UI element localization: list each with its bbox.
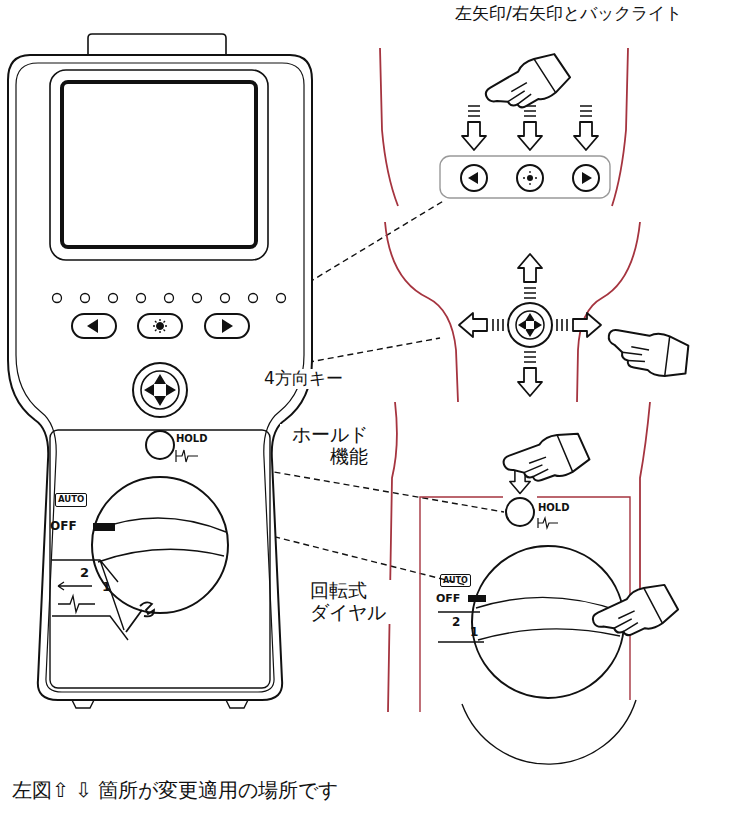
indicator-lamp <box>249 294 258 303</box>
indicator-row <box>53 294 286 303</box>
panel-outline <box>420 497 630 712</box>
indicator-lamp <box>221 294 230 303</box>
indicator-lamp <box>53 294 62 303</box>
indicator-lamp <box>109 294 118 303</box>
dial-scale-lines <box>438 612 484 642</box>
button-marking: HOLD <box>538 502 570 514</box>
turn-arc <box>462 700 636 764</box>
four-way-key <box>516 311 544 339</box>
sun-icon <box>527 175 533 181</box>
direction-arrow <box>557 313 601 337</box>
indicator-lamp <box>277 294 286 303</box>
housing-inner-line <box>16 63 304 692</box>
turning-hand <box>589 578 681 650</box>
right-arrow-icon <box>222 319 233 333</box>
dial-marking: 2 <box>452 616 460 630</box>
backlight-button <box>517 165 543 191</box>
sun-icon <box>153 319 167 333</box>
inset-buttons <box>380 47 628 206</box>
backlight-button <box>138 314 182 338</box>
sun-rays <box>523 171 537 185</box>
press-arrow <box>574 106 598 150</box>
pressing-hand <box>500 427 591 494</box>
dial-grip <box>96 518 226 562</box>
inset-outline <box>385 222 640 402</box>
rotary-dial <box>92 477 228 613</box>
key-arrows <box>518 313 542 337</box>
dial-pointer <box>93 523 115 531</box>
wrench-icon <box>126 602 154 632</box>
part-label: 4方向キー <box>262 369 345 389</box>
arrow-icons <box>468 172 592 184</box>
caption: 左図⇧ ⇩ 箇所が変更適用の場所です <box>12 778 338 802</box>
left-arrow-icon <box>87 319 98 333</box>
pressing-hand <box>604 325 692 380</box>
right-button <box>205 314 249 338</box>
dial-marking: OFF <box>436 593 460 606</box>
inset-hold-dial <box>388 402 681 764</box>
indicator-lamp <box>165 294 174 303</box>
top-tab <box>88 34 226 55</box>
direction-arrow <box>518 254 542 298</box>
lower-panel <box>50 430 270 688</box>
hold-waveform-icon <box>538 518 558 528</box>
inset-outline <box>380 48 628 206</box>
screen-bezel <box>50 70 268 260</box>
four-way-key-ring <box>133 363 187 417</box>
direction-arrow <box>459 313 503 337</box>
hold-button <box>506 498 534 526</box>
feet <box>72 700 248 708</box>
part-label: 回転式 ダイヤル <box>308 580 394 624</box>
part-label: ホールド 機能 <box>280 424 370 468</box>
dial-pointer <box>468 595 486 602</box>
button-strip <box>440 156 610 198</box>
section-heading: 左矢印/右矢印とバックライト <box>455 4 682 24</box>
left-button <box>72 314 116 338</box>
button-marking: HOLD <box>176 433 208 445</box>
dial-marking: 1 <box>470 626 478 640</box>
hold-button <box>146 431 174 459</box>
pressing-hand <box>482 47 574 124</box>
indicator-lamp <box>193 294 202 303</box>
dial-scale-lines <box>52 560 128 640</box>
key-arrows <box>144 374 176 406</box>
hold-waveform-icon <box>176 450 198 462</box>
indicator-lamp <box>137 294 146 303</box>
press-arrow <box>518 106 542 150</box>
dial-marking: 1 <box>102 580 111 595</box>
dial-marking: AUTO <box>55 493 87 507</box>
direction-arrow <box>518 352 542 396</box>
dial-marking: 2 <box>80 566 89 581</box>
inset-four-way <box>385 222 692 402</box>
four-way-key-ring <box>508 303 552 347</box>
dial-marking: OFF <box>50 520 77 534</box>
screen <box>62 82 256 247</box>
indicator-lamp <box>81 294 90 303</box>
dial-waveform-icon <box>58 582 95 612</box>
dial-marking: AUTO <box>440 574 471 587</box>
inset-outline <box>388 402 650 712</box>
four-way-key <box>141 371 179 409</box>
press-arrow <box>462 106 486 150</box>
